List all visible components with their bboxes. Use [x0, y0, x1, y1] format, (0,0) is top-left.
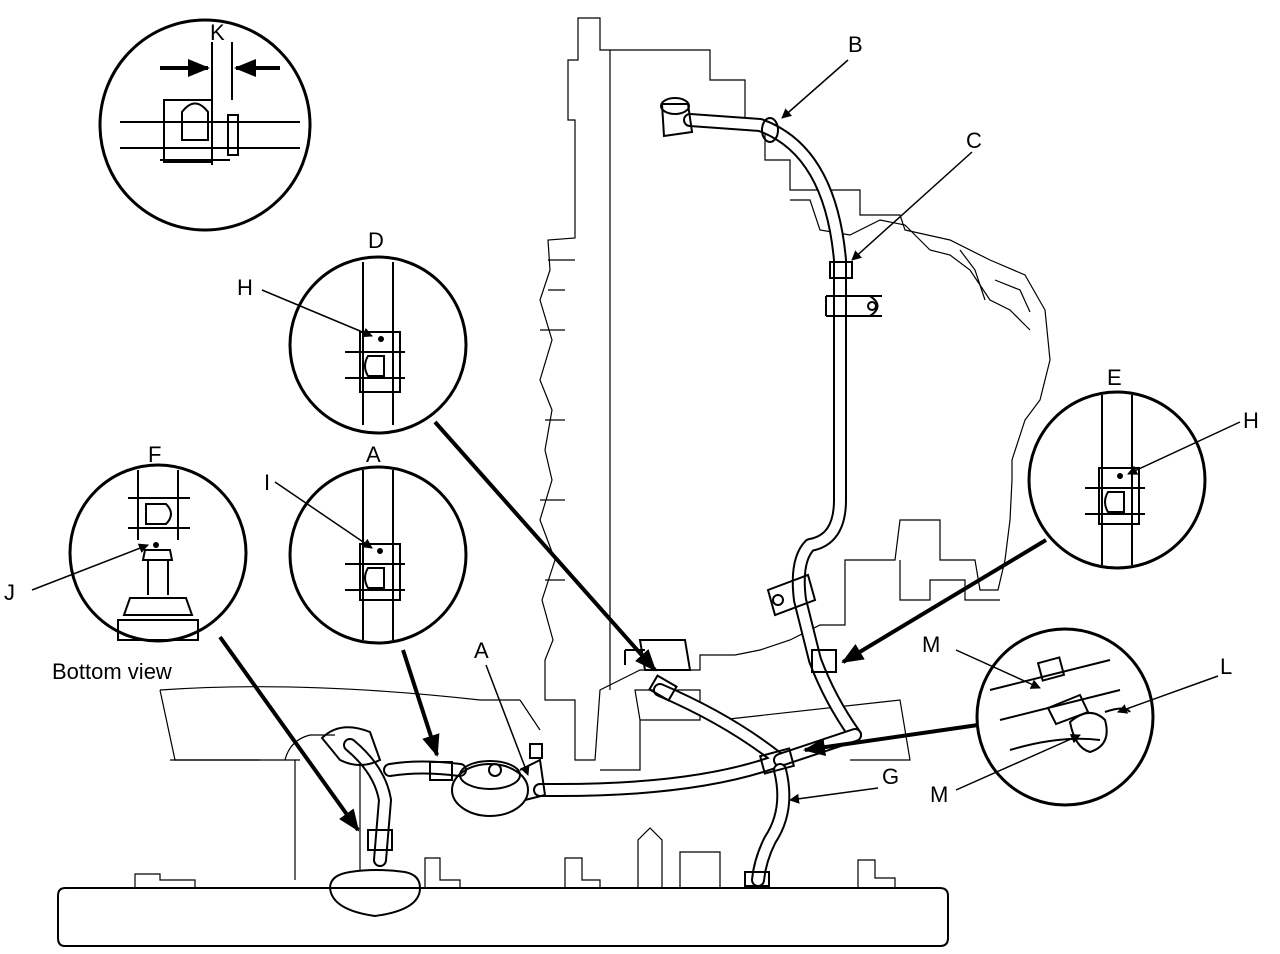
clamp-e: [811, 649, 837, 673]
detail-circle-k: [98, 18, 312, 232]
detail-circle-f: [68, 463, 248, 643]
label-m-upper: M: [922, 632, 940, 657]
label-m-lower: M: [930, 782, 948, 807]
detail-circle-e: [1027, 390, 1207, 570]
label-c: C: [966, 128, 982, 153]
hose-upper: [683, 113, 862, 742]
label-a-main: A: [474, 638, 489, 663]
hose-end-cap: [660, 97, 694, 138]
detail-arrows: [218, 420, 1048, 832]
caption-bottom-view: Bottom view: [52, 659, 172, 684]
clamp-c: [825, 261, 882, 317]
label-i: I: [264, 470, 270, 495]
engine-block-outline: [539, 17, 1051, 771]
label-d: D: [368, 228, 384, 253]
leader-lines: [31, 59, 1241, 804]
label-h-upper: H: [237, 275, 253, 300]
label-j: J: [4, 580, 15, 605]
clamp-g: [744, 747, 796, 887]
detail-circle-a: [288, 465, 468, 645]
label-a-detail: A: [366, 442, 381, 467]
clamp-l-main: [648, 674, 678, 702]
clamp-b: [761, 117, 779, 143]
hose-left-clamp: [320, 726, 453, 851]
label-l: L: [1220, 654, 1232, 679]
bracket-mid: [766, 573, 817, 617]
detail-circle-l: [975, 627, 1155, 807]
label-g: G: [882, 764, 899, 789]
valve-assembly: [451, 743, 547, 817]
radiator-support: [57, 686, 949, 947]
label-f: F: [148, 442, 161, 467]
label-b: B: [848, 32, 863, 57]
label-e: E: [1107, 365, 1122, 390]
detail-circle-d: [288, 255, 468, 435]
label-h-right: H: [1243, 408, 1259, 433]
label-k: K: [210, 20, 225, 45]
